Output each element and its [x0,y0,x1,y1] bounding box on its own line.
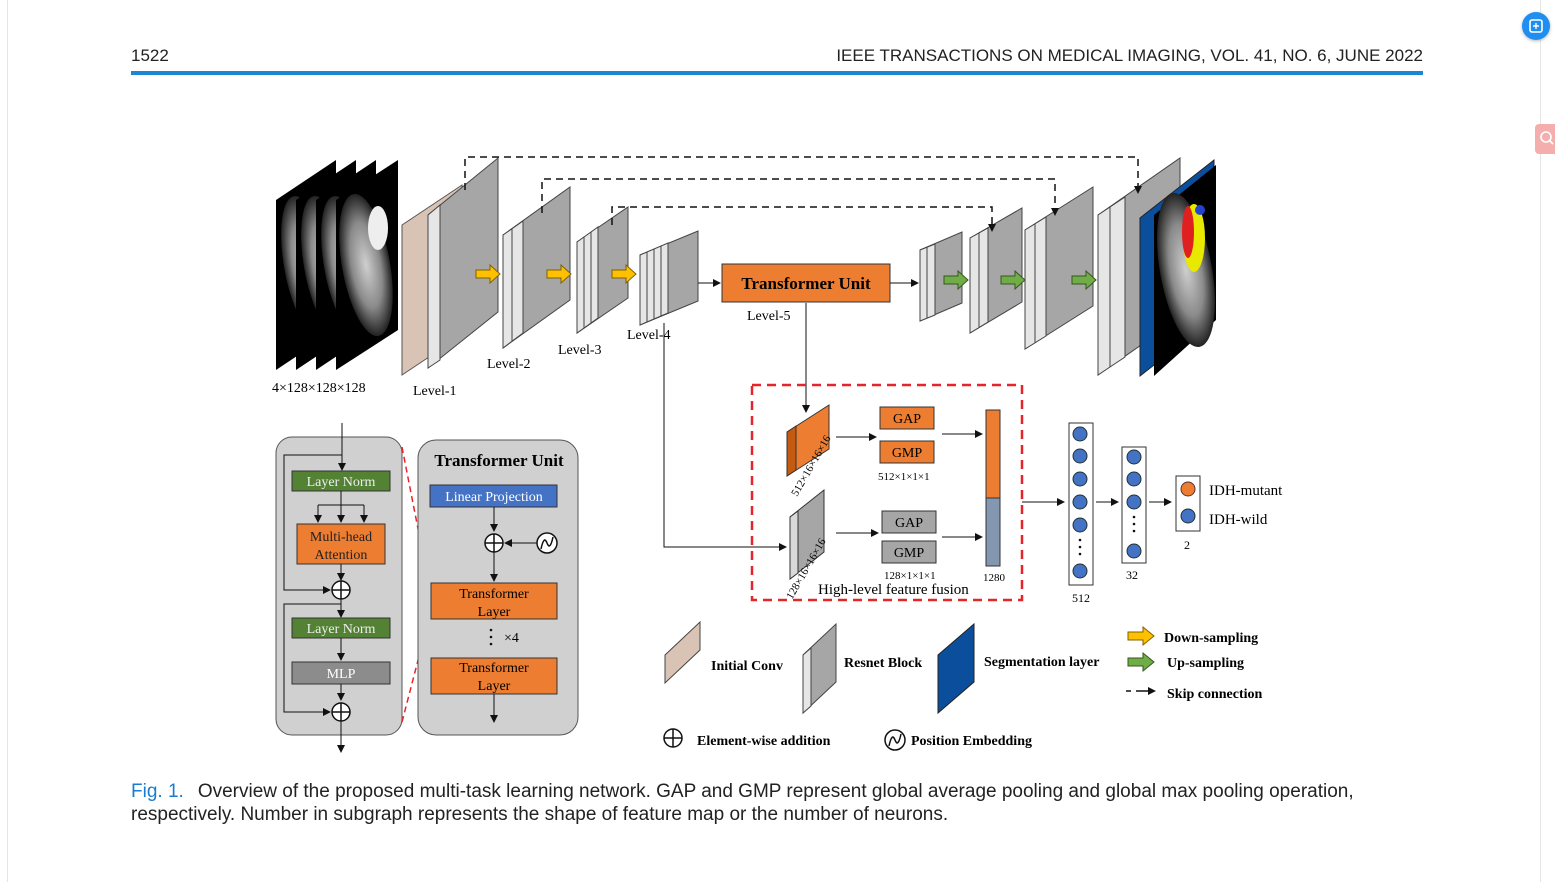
up-sampling-arrows [943,269,1097,291]
pool-shape-bottom: 128×1×1×1 [884,570,936,582]
legend-addition-icon [663,728,683,748]
gmp-box-bottom [881,540,937,564]
transformer-layer-2a: Transformer [459,661,529,676]
search-icon [1540,131,1554,145]
transformer-unit-panel-title: Transformer Unit [434,451,564,470]
legend-position-embedding: Position Embedding [911,734,1032,749]
gmp-label-top: GMP [892,446,923,461]
fusion-title: High-level feature fusion [818,582,969,598]
addition-icon [484,533,504,553]
feature-fusion-box [750,383,1024,602]
header-rule [131,71,1423,75]
translate-icon [1529,19,1543,33]
page-number: 1522 [131,46,169,65]
legend-up-sampling: Up-sampling [1167,656,1244,671]
concat-vector-bottom [985,497,1001,567]
gap-box-top [879,406,935,430]
legend-segmentation-swatch [937,622,975,715]
transformer-unit-label: Transformer Unit [741,274,871,293]
level-1-block [401,156,499,376]
level-3-block [576,206,629,334]
level-1-label: Level-1 [413,384,457,399]
fc-size-512: 512 [1072,591,1090,605]
mha-line-1: Multi-head [310,530,372,545]
legend-initial-conv: Initial Conv [711,659,783,674]
level-4-block [639,230,699,326]
fc-layer-32 [1121,446,1147,564]
transformer-layer-2b: Layer [478,679,511,694]
fc-size-32: 32 [1126,568,1138,582]
legend-resnet-block: Resnet Block [844,656,922,671]
layer-norm-1: Layer Norm [307,475,376,490]
caption-text: Overview of the proposed multi-task lear… [131,781,1354,825]
page-edge-right [1540,0,1541,882]
output-size: 2 [1184,538,1190,552]
search-side-button[interactable] [1535,124,1555,154]
concat-vector-top [985,409,1001,499]
figure-label-link[interactable]: Fig. 1. [131,781,184,802]
legend-up-arrow-icon [1127,651,1155,673]
skip-connections [464,156,1139,226]
class-idh-wild: IDH-wild [1209,512,1268,528]
level-2-block [502,186,571,349]
output-layer [1175,475,1201,532]
level-4-label: Level-4 [627,328,671,343]
level-5-label: Level-5 [747,309,791,324]
transformer-layer-1a: Transformer [459,587,529,602]
mri-input-stack [276,160,398,370]
pool-shape-top: 512×1×1×1 [878,471,930,483]
page-edge-left [7,0,8,882]
legend-down-sampling: Down-sampling [1164,631,1258,646]
legend-skip-connection: Skip connection [1167,687,1263,702]
decoder-block-2 [969,207,1023,334]
legend-segmentation-layer: Segmentation layer [984,655,1099,670]
layer-norm-2: Layer Norm [307,622,376,637]
legend-skip-arrow-icon [1126,687,1156,695]
decoder-block-1 [919,231,963,322]
level-2-label: Level-2 [487,357,531,372]
level-3-label: Level-3 [558,343,602,358]
legend-down-arrow-icon [1127,625,1155,647]
legend-element-wise-addition: Element-wise addition [697,734,831,749]
journal-header: IEEE TRANSACTIONS ON MEDICAL IMAGING, VO… [836,46,1423,65]
legend-position-embedding-icon [884,729,906,751]
fc-layer-512 [1068,422,1094,586]
figure-caption: Fig. 1.Overview of the proposed multi-ta… [131,780,1431,826]
gap-label-bottom: GAP [895,516,923,531]
transformer-layer-1b: Layer [478,605,511,620]
legend-resnet-swatch [802,622,837,715]
segmentation-output [1139,158,1216,378]
mlp-label: MLP [327,667,356,682]
figure-1: 4×128×128×128 Level-1 Level-2 Level-3 [272,156,1283,753]
down-sampling-arrows [475,263,637,285]
class-idh-mutant: IDH-mutant [1209,483,1283,499]
position-embedding-icon [536,532,558,554]
gap-box-bottom [881,510,937,534]
gap-label-top: GAP [893,412,921,427]
legend-initial-conv-swatch [664,620,701,685]
repeat-count: ×4 [504,631,519,646]
gmp-label-bottom: GMP [894,546,925,561]
decoder-block-3 [1024,186,1094,350]
gmp-box-top [879,440,935,464]
mha-line-2: Attention [315,548,368,563]
input-shape-label: 4×128×128×128 [272,381,366,396]
concat-size: 1280 [983,572,1006,584]
linear-projection: Linear Projection [445,490,543,505]
translate-button[interactable] [1522,12,1550,40]
addition-icon [331,702,351,722]
addition-icon [331,580,351,600]
